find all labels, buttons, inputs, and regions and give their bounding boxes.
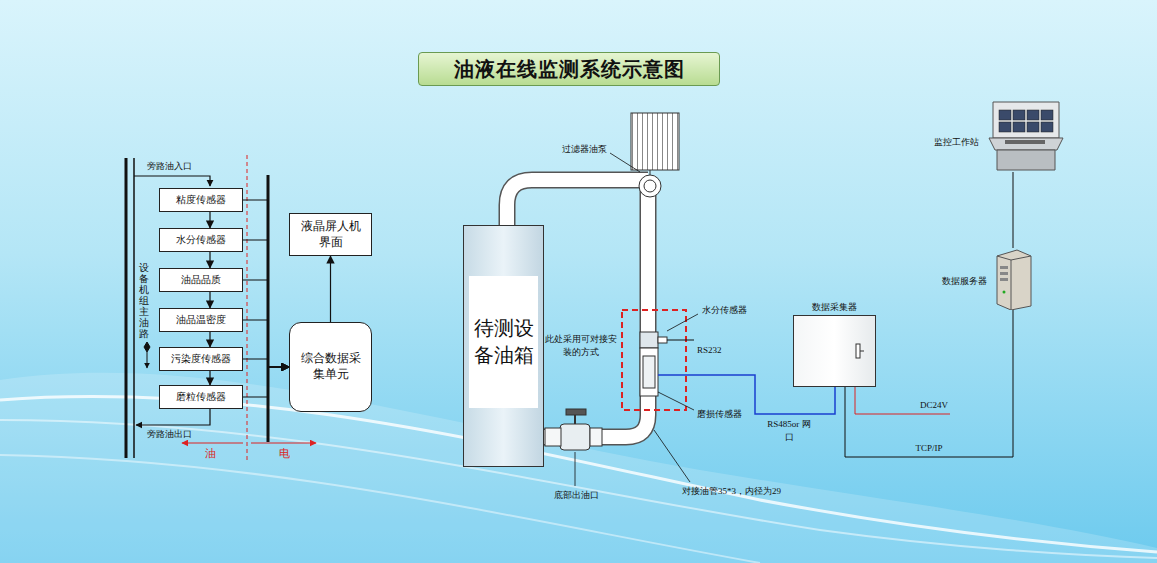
node-text: 综合数据采集单元 <box>300 351 361 382</box>
divider <box>247 155 248 462</box>
annotation: DC24V <box>920 400 948 410</box>
swoosh <box>0 455 760 563</box>
annotation: 旁路油入口 <box>147 160 192 173</box>
diagram-title: 油液在线监测系统示意图 <box>418 52 720 86</box>
connector <box>209 332 210 347</box>
node-text: 液晶屏人机界面 <box>300 219 361 250</box>
connector <box>209 371 210 385</box>
bypass-outlet <box>136 409 210 425</box>
node-text: 监控工作站 <box>934 136 979 149</box>
annotation: 此处采用可对接安装的方式 <box>543 333 619 358</box>
connector <box>209 292 210 308</box>
connector <box>243 320 289 367</box>
data-collector: 数据采集器 <box>793 315 876 387</box>
annotation: 油 <box>205 446 216 461</box>
annotation: 对接油管35*3，内径为29 <box>682 485 781 498</box>
server-drawing <box>993 248 1033 310</box>
annotation: 旁路油出口 <box>147 428 192 441</box>
annotation: RS485or 网口 <box>766 418 812 443</box>
bypass-inlet <box>134 176 210 186</box>
main-oil-line <box>125 158 128 458</box>
node-text: 水分传感器 <box>176 233 226 247</box>
sensor-box: 污染度传感器 <box>159 347 243 371</box>
connector <box>243 359 289 367</box>
sensor-box: 油品品质 <box>159 268 243 292</box>
connector <box>330 256 331 322</box>
power-wire <box>855 387 950 414</box>
connector <box>209 252 210 268</box>
node-text: 数据采集器 <box>812 301 857 314</box>
annotation: 设备机组主油路 <box>139 262 149 339</box>
process-box: 综合数据采集单元 <box>289 322 372 412</box>
annotation: 磨损传感器 <box>697 408 742 421</box>
swoosh <box>0 373 1157 563</box>
connector <box>243 200 289 367</box>
red-arrow <box>251 443 316 444</box>
connector <box>1013 172 1014 248</box>
workstation-icon: 监控工作站 <box>985 98 1067 172</box>
rs232-wire <box>667 340 694 341</box>
leader-line <box>575 153 698 486</box>
main-oil-line <box>133 158 135 458</box>
sensor-box: 水分传感器 <box>159 228 243 252</box>
node-text: 粘度传感器 <box>176 193 226 207</box>
dashed-frame <box>622 310 686 410</box>
annotation: 电 <box>279 446 290 461</box>
annotation: RS232 <box>697 345 722 355</box>
cabinet-handle <box>794 316 877 388</box>
server-icon: 数据服务器 <box>993 248 1033 310</box>
edge-label: TCP/IP <box>913 443 944 453</box>
tank-window: 待测设备油箱 <box>469 276 538 408</box>
annotation: 过滤器油泵 <box>562 143 607 156</box>
flow-symbol <box>144 342 150 368</box>
red-arrow <box>182 443 243 444</box>
annotation: 水分传感器 <box>702 304 747 317</box>
node-text: 数据服务器 <box>942 275 987 288</box>
valve <box>545 409 602 450</box>
connector <box>243 240 289 367</box>
sensor <box>640 332 667 396</box>
annotation: 底部出油口 <box>554 489 599 502</box>
connector <box>243 367 289 397</box>
node-text: 污染度传感器 <box>171 352 231 366</box>
connector <box>243 280 289 367</box>
swoosh <box>0 420 1157 558</box>
pump <box>631 113 679 197</box>
node-text: 油品温密度 <box>176 313 226 327</box>
display-box: 液晶屏人机界面 <box>289 213 372 256</box>
sensor-box: 粘度传感器 <box>159 188 243 212</box>
node-text: 磨粒传感器 <box>176 390 226 404</box>
connector <box>209 212 210 228</box>
node-text: 待测设备油箱 <box>473 315 534 369</box>
workstation-drawing <box>985 98 1067 172</box>
sensor-box: 油品温密度 <box>159 308 243 332</box>
node-text: 油品品质 <box>181 273 221 287</box>
sensor-box: 磨粒传感器 <box>159 385 243 409</box>
oil-tank: 待测设备油箱 <box>463 225 544 467</box>
